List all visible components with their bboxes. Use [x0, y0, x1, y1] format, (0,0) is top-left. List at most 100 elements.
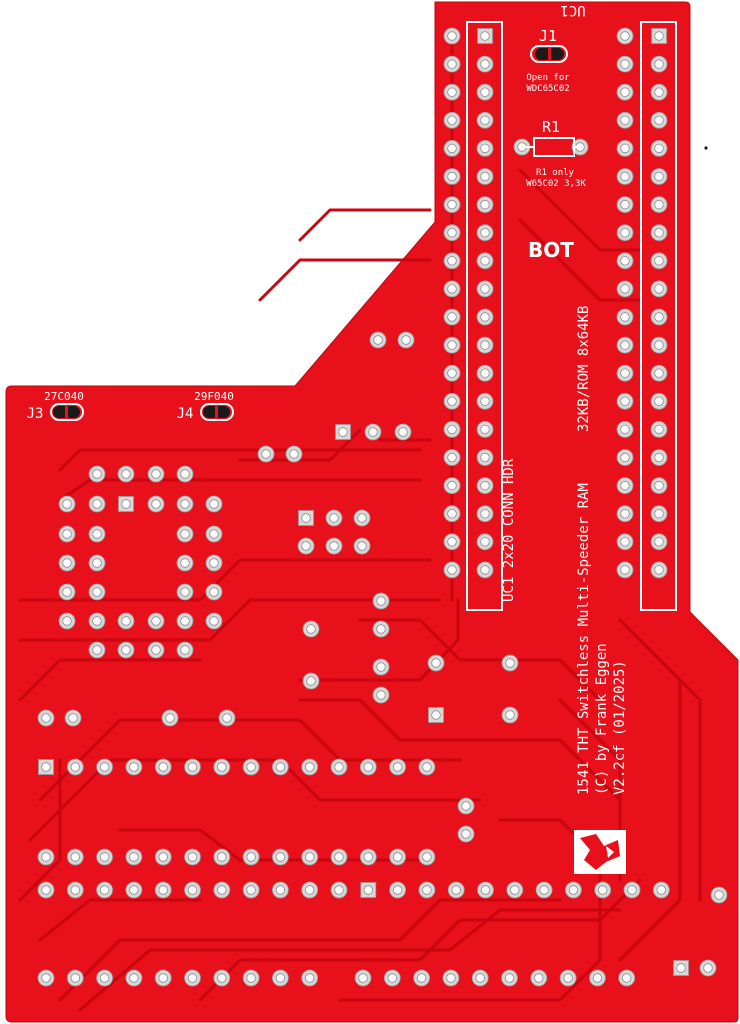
via-pad	[335, 424, 351, 440]
r1-note-line1: R1 only	[536, 168, 575, 178]
header-pad-left-outer	[443, 336, 461, 354]
header-pad-left-outer	[443, 83, 461, 101]
ic-row-pad	[66, 758, 84, 776]
header-pad-left-inner	[476, 336, 494, 354]
component-pad	[710, 886, 728, 904]
ic-row-pad	[184, 881, 201, 899]
ic-row-pad	[530, 969, 548, 987]
j4-jumper-pads	[203, 406, 230, 418]
ic-row-pad	[330, 881, 348, 899]
author-logo	[574, 830, 626, 874]
ic-row-pad	[66, 969, 84, 987]
socket-pad	[117, 612, 135, 630]
ic-row-pad	[242, 848, 260, 866]
ic-row-pad	[301, 881, 319, 899]
silk-dot	[704, 146, 708, 150]
header-pad-right-inner	[616, 336, 634, 354]
socket-pad	[88, 583, 106, 601]
ic-row-pad	[96, 848, 113, 866]
header-pad-right-inner	[616, 449, 634, 466]
via-pad	[285, 445, 303, 463]
ic-row-pad	[242, 969, 260, 987]
ic-row-pad	[213, 881, 231, 899]
ic-row-pad	[418, 881, 436, 899]
ic-row-pad	[413, 969, 431, 987]
socket-pad	[147, 612, 165, 630]
header-pad-right-inner	[616, 252, 634, 270]
header-pad-right-outer	[650, 139, 668, 157]
socket-pad	[176, 554, 194, 572]
ic-row-pad	[271, 758, 289, 776]
uc1-right-header-outline	[640, 21, 677, 611]
ic-row-pad	[389, 758, 407, 776]
socket-pad	[88, 641, 106, 659]
uc1-left-header-outline	[466, 21, 503, 611]
header-pad-left-inner	[476, 83, 494, 101]
component-pad	[302, 672, 320, 690]
header-pad-right-outer	[650, 55, 668, 73]
header-pad-left-inner	[476, 477, 494, 495]
header-pad-left-inner	[476, 533, 494, 551]
copper-trace	[58, 478, 422, 502]
copper-trace	[338, 818, 602, 1002]
ic-row-pad	[559, 969, 577, 987]
header-pad-left-outer	[443, 224, 461, 242]
header-pad-right-inner	[616, 533, 634, 551]
component-pad	[161, 709, 179, 727]
header-pad-left-outer	[443, 449, 461, 466]
socket-pad	[58, 554, 76, 572]
header-pad-left-inner	[476, 280, 494, 298]
header-pad-left-inner	[476, 505, 494, 523]
header-pad-left-inner	[476, 561, 494, 579]
ic-row-pad	[242, 881, 260, 899]
ic-row-pad	[213, 969, 231, 987]
ic-row-pad	[418, 758, 436, 776]
header-pad-left-outer	[443, 111, 461, 129]
header-pad-right-outer	[650, 83, 668, 101]
socket-pad	[205, 554, 223, 572]
header-pad-left-inner	[476, 168, 494, 185]
jumper-block-pad	[325, 509, 343, 527]
ic-row-pad	[242, 758, 260, 776]
socket-pad	[205, 583, 223, 601]
header-pad-left-outer	[443, 139, 461, 157]
ic-row-pad	[359, 848, 377, 866]
ic-row-pad	[66, 848, 84, 866]
ic-row-pad	[154, 881, 172, 899]
component-pad	[501, 706, 519, 724]
header-pad-left-inner	[476, 196, 494, 214]
ic-row-pad	[389, 848, 407, 866]
header-pad-left-inner	[476, 364, 494, 382]
component-pad	[501, 654, 519, 672]
ic-row-pad	[37, 969, 55, 987]
header-pad-left-inner	[476, 392, 494, 410]
header-pad-right-inner	[616, 27, 634, 45]
component-pad	[427, 654, 445, 672]
vertical-text-rom-size: 32KB/ROM 8x64KB	[576, 306, 592, 432]
vertical-text-version: V2.2cf (01/2025)	[612, 660, 628, 795]
component-pad	[372, 658, 390, 676]
ic-row-pad	[271, 881, 289, 899]
header-pad-left-inner	[476, 55, 494, 73]
header-pad-right-outer	[651, 28, 667, 44]
header-pad-right-inner	[616, 477, 634, 495]
j4-chip-label: 29F040	[194, 390, 234, 403]
socket-pad	[176, 612, 194, 630]
ic-row-pad	[154, 848, 172, 866]
ic-row-pad	[184, 969, 201, 987]
header-pad-right-inner	[616, 224, 634, 242]
header-pad-right-outer	[650, 196, 668, 214]
ic-row-pad	[330, 848, 348, 866]
header-pad-right-outer	[650, 308, 668, 326]
component-pad	[457, 797, 475, 815]
header-pad-right-outer	[650, 280, 668, 298]
ic-row-pad	[389, 881, 407, 899]
ic-row-pad	[565, 881, 582, 899]
header-pad-right-inner	[616, 111, 634, 129]
copper-trace	[518, 168, 642, 252]
component-pad	[64, 709, 82, 727]
header-pad-right-outer	[650, 168, 668, 185]
socket-pad	[147, 641, 165, 659]
socket-pad	[88, 554, 106, 572]
